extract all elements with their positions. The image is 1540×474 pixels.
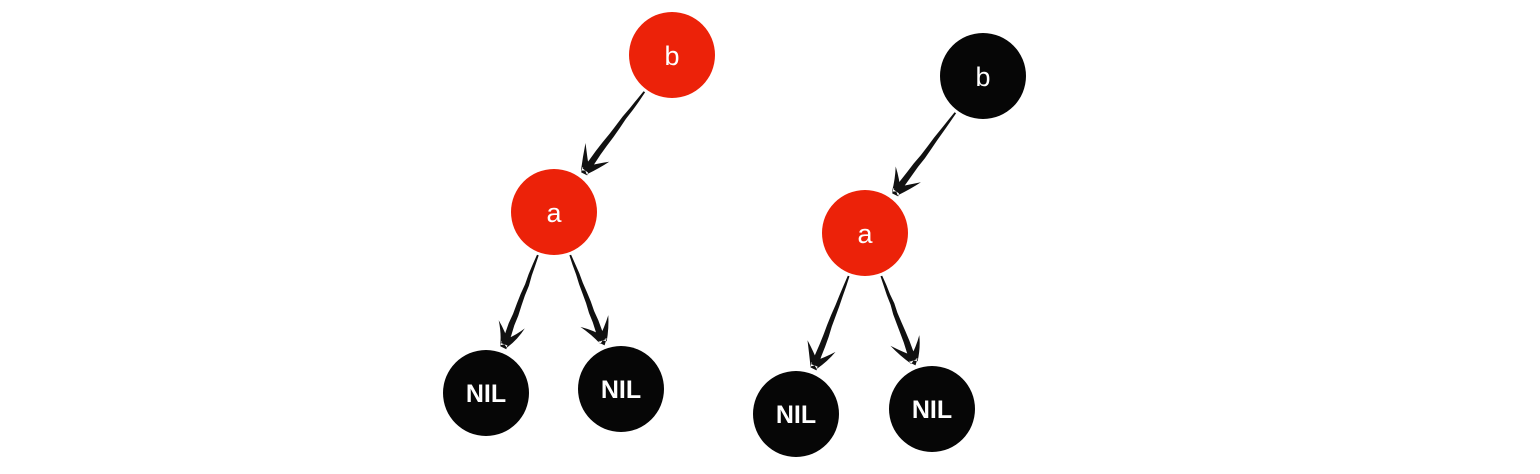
node-circle-black bbox=[940, 33, 1026, 119]
tree-node-left-nil-2[interactable]: NIL bbox=[578, 346, 664, 432]
node-circle-red bbox=[822, 190, 908, 276]
tree-node-right-child-a[interactable]: a bbox=[822, 190, 908, 276]
tree-node-right-root-b[interactable]: b bbox=[940, 33, 1026, 119]
tree-node-left-nil-1[interactable]: NIL bbox=[443, 350, 529, 436]
tree-node-right-nil-2[interactable]: NIL bbox=[889, 366, 975, 452]
tree-edge-arrow bbox=[880, 275, 920, 366]
tree-node-right-nil-1[interactable]: NIL bbox=[753, 371, 839, 457]
tree-node-left-child-a[interactable]: a bbox=[511, 169, 597, 255]
edges-layer bbox=[498, 91, 957, 371]
tree-edge-arrow bbox=[807, 275, 850, 371]
tree-edge-arrow bbox=[569, 254, 609, 346]
node-circle-red bbox=[511, 169, 597, 255]
node-circle-black bbox=[889, 366, 975, 452]
node-circle-red bbox=[629, 12, 715, 98]
tree-node-left-root-b[interactable]: b bbox=[629, 12, 715, 98]
node-circle-black bbox=[443, 350, 529, 436]
node-circle-black bbox=[578, 346, 664, 432]
node-circle-black bbox=[753, 371, 839, 457]
tree-edge-arrow bbox=[498, 254, 539, 350]
tree-edge-arrow bbox=[581, 91, 646, 176]
tree-edge-arrow bbox=[892, 112, 957, 197]
